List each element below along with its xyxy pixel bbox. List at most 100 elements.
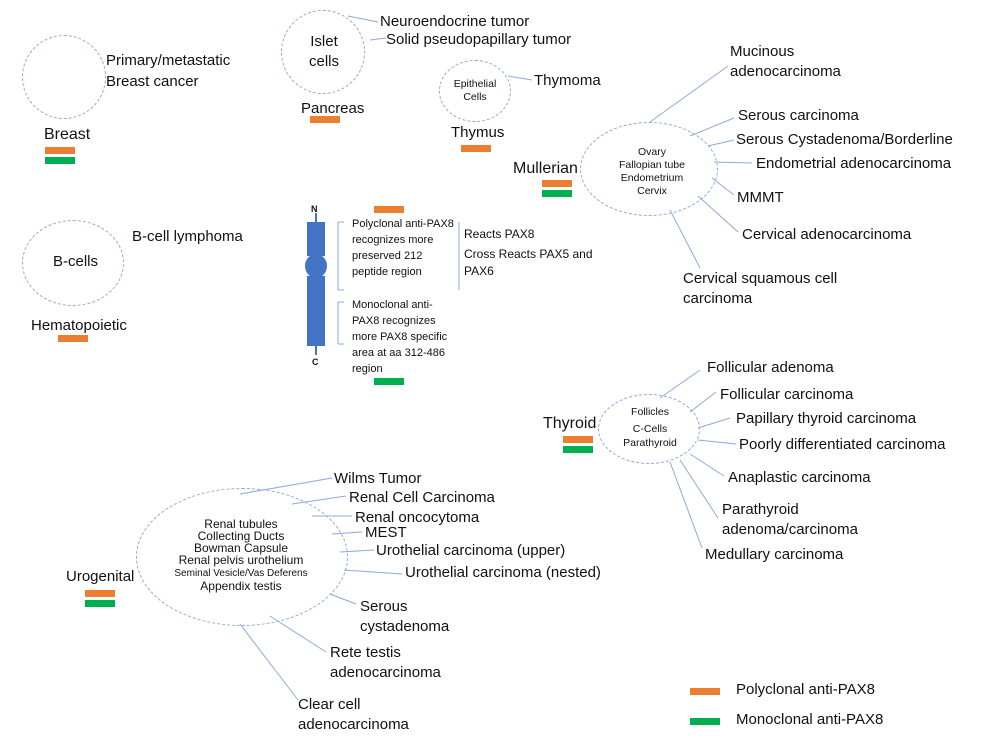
mullerian-tumor: Serous carcinoma bbox=[738, 107, 859, 124]
connector-line bbox=[669, 209, 701, 269]
thyroid-tumor: Medullary carcinoma bbox=[705, 546, 844, 563]
protein-domain-round bbox=[305, 254, 327, 278]
thyroid-tumor: Anaplastic carcinoma bbox=[728, 469, 871, 486]
reacts-pax8-label: Reacts PAX8 bbox=[464, 227, 535, 241]
breast-polyclonal-bar bbox=[45, 147, 75, 154]
n-terminus-label: N bbox=[311, 204, 318, 214]
connector-line bbox=[669, 461, 703, 549]
thyroid-cell-label: C-Cells bbox=[632, 423, 668, 435]
connector-line bbox=[269, 615, 327, 653]
connector-line bbox=[697, 195, 739, 233]
mullerian-circle bbox=[580, 122, 718, 216]
legend-monoclonal-swatch bbox=[690, 718, 720, 725]
mullerian-cell-label: Endometrium bbox=[620, 172, 684, 184]
mullerian-tumor: MMMT bbox=[737, 189, 784, 206]
mullerian-organ-label: Mullerian bbox=[513, 160, 578, 177]
pax8-monoclonal-bar bbox=[374, 378, 404, 385]
mullerian-tumor: Endometrial adenocarcinoma bbox=[756, 155, 952, 172]
connector-line bbox=[343, 569, 403, 575]
pancreas-tumor: Solid pseudopapillary tumor bbox=[386, 31, 572, 48]
thyroid-tumor: Parathyroid adenoma/carcinoma bbox=[722, 501, 858, 538]
connector-line bbox=[659, 369, 701, 399]
thyroid-cell-label: Parathyroid bbox=[623, 437, 677, 449]
connector-line bbox=[689, 391, 717, 413]
urogenital-tumor: Rete testis adenocarcinoma bbox=[330, 644, 441, 681]
urogenital-cell-label: Appendix testis bbox=[200, 579, 282, 593]
connector-line bbox=[329, 593, 357, 605]
connector-line bbox=[649, 65, 729, 123]
breast-tumor-line-1: Primary/metastatic bbox=[106, 52, 231, 69]
urogenital-tumor: Serous cystadenoma bbox=[360, 598, 450, 635]
mullerian-cell-label: Fallopian tube bbox=[619, 159, 685, 171]
thyroid-cell-label: Follicles bbox=[631, 406, 669, 418]
thyroid-tumor: Follicular adenoma bbox=[707, 359, 834, 376]
mullerian-tumor: Cervical squamous cell carcinoma bbox=[683, 270, 838, 307]
thymus-polyclonal-bar bbox=[461, 145, 491, 152]
connector-line bbox=[369, 37, 387, 41]
mullerian-monoclonal-bar bbox=[542, 190, 572, 197]
urogenital-polyclonal-bar bbox=[85, 590, 115, 597]
pancreas-polyclonal-bar bbox=[310, 116, 340, 123]
hematopoietic-organ-label: Hematopoietic bbox=[31, 317, 127, 334]
thyroid-circle bbox=[598, 394, 700, 464]
monoclonal-description: Monoclonal anti-PAX8 recognizes more PAX… bbox=[352, 299, 448, 375]
urogenital-tumor: MEST bbox=[365, 524, 407, 541]
thyroid-tumor: Poorly differentiated carcinoma bbox=[739, 436, 946, 453]
b-cells-label: B-cells bbox=[53, 253, 99, 270]
urogenital-tumor: Renal oncocytoma bbox=[355, 509, 480, 526]
protein-stem bbox=[315, 213, 317, 223]
legend-monoclonal-label: Monoclonal anti-PAX8 bbox=[736, 711, 884, 728]
thyroid-organ-label: Thyroid bbox=[543, 415, 597, 432]
urogenital-cell-label: Renal tubules bbox=[204, 517, 278, 531]
cross-reacts-label: Cross Reacts PAX5 and PAX6 bbox=[464, 247, 593, 278]
urogenital-cell-label: Bowman Capsule bbox=[193, 541, 289, 555]
protein-domain-upper bbox=[307, 222, 325, 256]
legend-polyclonal-swatch bbox=[690, 688, 720, 695]
breast-monoclonal-bar bbox=[45, 157, 75, 164]
urogenital-tumor: Clear cell adenocarcinoma bbox=[298, 696, 409, 733]
pax8-polyclonal-bar bbox=[374, 206, 404, 213]
mullerian-cell-label: Cervix bbox=[637, 185, 667, 197]
hematopoietic-tumor: B-cell lymphoma bbox=[132, 228, 243, 245]
mullerian-tumor: Serous Cystadenoma/Borderline bbox=[736, 131, 953, 148]
mullerian-cell-label: Ovary bbox=[637, 146, 666, 158]
pancreas-tumor: Neuroendocrine tumor bbox=[380, 13, 530, 30]
thyroid-polyclonal-bar bbox=[563, 436, 593, 443]
protein-stem bbox=[315, 345, 317, 355]
mullerian-polyclonal-bar bbox=[542, 180, 572, 187]
connector-line bbox=[697, 439, 737, 445]
hematopoietic-polyclonal-bar bbox=[58, 335, 88, 342]
connector-line bbox=[713, 161, 753, 164]
legend-polyclonal-label: Polyclonal anti-PAX8 bbox=[736, 681, 875, 698]
connector-line bbox=[507, 75, 533, 81]
urogenital-cell-label: Renal pelvis urothelium bbox=[178, 553, 304, 567]
urogenital-tumor: Wilms Tumor bbox=[334, 470, 422, 487]
breast-tumor-line-2: Breast cancer bbox=[106, 73, 199, 90]
c-terminus-label: C bbox=[312, 357, 319, 367]
urogenital-cell-label: Collecting Ducts bbox=[197, 529, 285, 543]
urogenital-tumor: Urothelial carcinoma (nested) bbox=[405, 564, 601, 581]
urogenital-monoclonal-bar bbox=[85, 600, 115, 607]
urogenital-organ-label: Urogenital bbox=[66, 568, 135, 585]
breast-organ-label: Breast bbox=[44, 126, 91, 143]
mullerian-tumor: Cervical adenocarcinoma bbox=[742, 226, 912, 243]
connector-line bbox=[679, 459, 719, 519]
urogenital-circle bbox=[136, 488, 348, 626]
connector-line bbox=[707, 139, 735, 147]
islet-cells-label: Islet cells bbox=[308, 33, 339, 70]
urogenital-tumor: Urothelial carcinoma (upper) bbox=[376, 542, 566, 559]
urogenital-cell-label: Seminal Vesicle/Vas Deferens bbox=[174, 568, 308, 579]
protein-domain-lower bbox=[307, 276, 325, 346]
polyclonal-description: Polyclonal anti-PAX8 recognizes more pre… bbox=[352, 218, 454, 278]
epithelial-cells-circle bbox=[439, 60, 511, 122]
urogenital-tumor: Renal Cell Carcinoma bbox=[349, 489, 495, 506]
pancreas-organ-label: Pancreas bbox=[301, 100, 365, 117]
mullerian-tumor: Mucinous adenocarcinoma bbox=[730, 43, 841, 80]
connector-line bbox=[239, 623, 299, 701]
connector-line bbox=[689, 453, 725, 477]
thymus-tumor: Thymoma bbox=[534, 72, 601, 89]
breast-circle bbox=[22, 35, 106, 119]
epithelial-cells-label: Epithelial Cells bbox=[453, 78, 497, 103]
